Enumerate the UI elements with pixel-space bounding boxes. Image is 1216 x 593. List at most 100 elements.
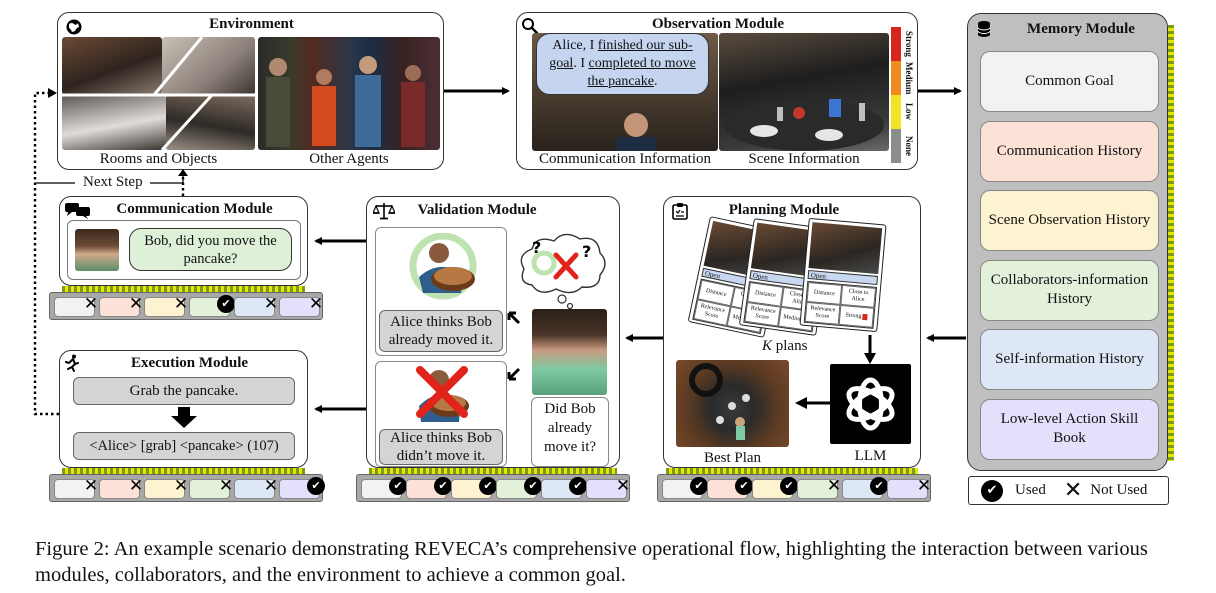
execution-usage-slot: ✕ — [144, 477, 188, 499]
not-used-x-icon: ✕ — [916, 476, 932, 496]
planning-stripe — [666, 468, 918, 474]
scene-photo — [719, 33, 889, 151]
communication-title: Communication Module — [116, 201, 273, 217]
question-frame — [531, 397, 609, 467]
magnifier-icon — [522, 18, 539, 35]
globe-icon — [66, 19, 82, 35]
planning-title: Planning Module — [728, 202, 840, 218]
memory-item-1: Communication History — [980, 120, 1159, 182]
next-step-loop — [33, 91, 59, 416]
agents-photo — [258, 37, 440, 150]
not-used-x-icon: ✕ — [128, 294, 144, 314]
cross-mark-icon — [416, 366, 468, 418]
environment-title: Environment — [209, 16, 294, 32]
intensity-scale — [891, 27, 901, 163]
agent-figures — [266, 56, 425, 147]
communication-stripe — [62, 286, 305, 292]
scale-bar-0 — [891, 27, 901, 61]
memory-item-4: Self-information History — [980, 329, 1159, 390]
communication-usage-slot: ✕ — [99, 295, 143, 317]
execution-usage-slot: ✕ — [99, 477, 143, 499]
planning-usage-slot: ✔ — [662, 477, 708, 499]
execution-usage-slot: ✕ — [54, 477, 98, 499]
validation-usage-slot: ✕ — [586, 477, 630, 499]
used-check-icon: ✔ — [690, 477, 708, 495]
best-plan-caption: Best Plan — [703, 450, 762, 466]
belief-not-moved-frame — [375, 361, 507, 467]
next-step-label: Next Step — [80, 174, 146, 191]
used-check-icon: ✔ — [389, 477, 407, 495]
planning-usage-slot: ✕ — [887, 477, 931, 499]
execution-usage-slot: ✔ — [279, 477, 325, 499]
next-step-up-arrowhead — [178, 169, 188, 176]
table-scene — [724, 99, 884, 151]
llm-to-best-plan-arrow — [795, 397, 830, 409]
used-check-icon: ✔ — [870, 477, 888, 495]
cards-to-llm-arrow — [864, 335, 876, 364]
svg-text:?: ? — [582, 242, 591, 261]
scale-label-1: Medium — [904, 61, 914, 95]
chat-icon — [65, 203, 90, 219]
not-used-x-icon: ✕ — [263, 476, 279, 496]
llm-caption: LLM — [854, 448, 887, 464]
openai-knot-icon — [846, 377, 895, 431]
validation-title: Validation Module — [417, 202, 537, 218]
used-check-icon: ✔ — [434, 477, 452, 495]
figure-caption: Figure 2: An example scenario demonstrat… — [35, 538, 1148, 586]
used-check-icon: ✔ — [307, 477, 325, 495]
scale-bar-2 — [891, 95, 901, 129]
speech-part-2: . I — [573, 56, 589, 71]
execution-down-arrow — [171, 407, 197, 428]
planning-usage-slot: ✕ — [797, 477, 841, 499]
observation-speech-bubble: Alice, I finished our sub-goal. I comple… — [536, 33, 709, 95]
speaking-agent-figure — [616, 113, 656, 151]
best-plan-scene — [689, 363, 750, 440]
legend-not-used-label: Not Used — [1090, 482, 1148, 498]
scene-info-caption: Scene Information — [748, 151, 860, 167]
not-used-icon: ✕ — [1063, 478, 1083, 503]
agents-caption: Other Agents — [309, 151, 389, 167]
not-used-x-icon: ✕ — [615, 476, 631, 496]
validation-usage-tray: ✔✔✔✔✔✕ — [356, 474, 630, 502]
llm-logo — [830, 364, 911, 444]
observation-speech-text: Alice, I finished our sub-goal. I comple… — [537, 37, 708, 91]
communication-info-caption: Communication Information — [538, 151, 712, 167]
communication-usage-slot: ✕ — [234, 295, 278, 317]
scale-bar-1 — [891, 61, 901, 95]
room-photo-living — [62, 37, 162, 95]
scale-label-2: Low — [904, 103, 914, 121]
communication-usage-slot: ✕ — [54, 295, 98, 317]
validation-usage-slot: ✔ — [361, 477, 407, 499]
memory-item-2: Scene Observation History — [980, 190, 1159, 251]
communication-panel: Communication Module Bob, did you move t… — [59, 196, 308, 286]
used-check-icon: ✔ — [479, 477, 497, 495]
clipboard-icon — [672, 203, 688, 220]
planning-usage-slot: ✔ — [707, 477, 753, 499]
used-check-icon: ✔ — [780, 477, 798, 495]
validation-pointer-arrows — [507, 311, 521, 381]
k-plans-label: K plans — [762, 338, 807, 355]
running-person-icon — [65, 354, 79, 372]
memory-item-3: Collaborators-information History — [980, 259, 1159, 321]
execution-stripe — [62, 468, 305, 474]
not-used-x-icon: ✕ — [218, 476, 234, 496]
validation-usage-slot: ✔ — [451, 477, 497, 499]
used-check-icon: ✔ — [569, 477, 587, 495]
validation-usage-slot: ✔ — [541, 477, 587, 499]
legend-used-label: Used — [1015, 482, 1046, 498]
used-icon: ✔ — [981, 479, 1003, 502]
execution-panel: Execution Module Grab the pancake. <Alic… — [59, 350, 308, 468]
execution-title: Execution Module — [130, 355, 249, 371]
planning-usage-tray: ✔✔✔✕✔✕ — [657, 474, 931, 502]
room-photo-dividers — [62, 37, 255, 150]
observation-title: Observation Module — [651, 16, 785, 32]
memory-title: Memory Module — [1027, 21, 1135, 37]
usage-legend: ✔ Used ✕ Not Used — [968, 476, 1169, 505]
belief-not-moved-text: Alice thinks Bob didn’t move it. — [379, 429, 503, 465]
validation-question: Did Bob already move it? — [543, 401, 597, 455]
used-check-icon: ✔ — [735, 477, 753, 495]
communication-usage-slot: ✕ — [144, 295, 188, 317]
communication-usage-slot: ✕ — [279, 295, 323, 317]
